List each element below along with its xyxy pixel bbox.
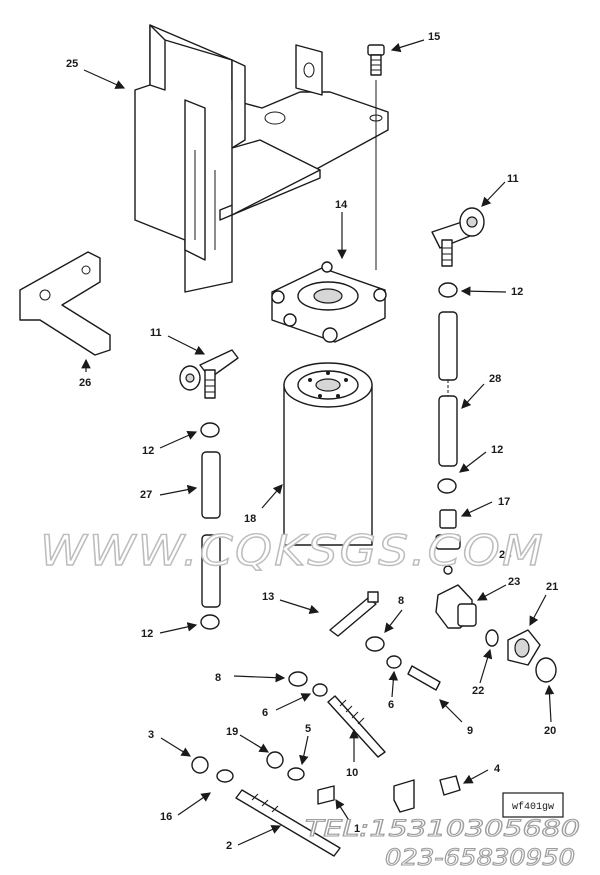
callout-1: 1 xyxy=(354,823,360,835)
callout-20: 20 xyxy=(544,725,556,737)
fitting-17 xyxy=(435,509,461,575)
hose-left xyxy=(201,451,221,608)
callout-3: 3 xyxy=(148,729,154,741)
callout-24: 24 xyxy=(499,549,512,561)
callout-18: 18 xyxy=(244,513,256,525)
watermark-site: WWW.CQKSGS.COM xyxy=(40,526,545,575)
watermark-phone2: 023-65830950 xyxy=(385,846,575,871)
callout-15: 15 xyxy=(428,31,440,43)
callout-6-a: 6 xyxy=(262,707,268,719)
callout-11-left: 11 xyxy=(150,327,162,339)
seal-22 xyxy=(485,629,499,647)
callout-21: 21 xyxy=(546,581,558,593)
mounting-bracket xyxy=(134,24,389,293)
callout-12-b: 12 xyxy=(142,445,154,457)
callout-8-a: 8 xyxy=(398,595,404,607)
o-ring-20 xyxy=(535,657,557,683)
fuel-filter xyxy=(283,362,373,546)
callout-23: 23 xyxy=(508,576,520,588)
callout-9: 9 xyxy=(467,725,473,737)
pin-13 xyxy=(329,591,379,637)
drawing-code-box: wf401gw xyxy=(502,792,564,818)
watermark: WWW.CQKSGS.COM TEL:15310305680 023-65830… xyxy=(39,525,580,871)
leader-lines xyxy=(81,39,555,846)
callout-11-right: 11 xyxy=(507,173,519,185)
callout-labels: 25 15 11 14 12 26 11 28 12 27 18 17 12 2… xyxy=(66,31,558,852)
shutoff-valve-right xyxy=(431,207,485,267)
callout-28: 28 xyxy=(489,373,501,385)
callout-12-d: 12 xyxy=(141,628,153,640)
callout-25: 25 xyxy=(66,58,78,70)
bolt-15 xyxy=(367,44,385,270)
shutoff-valve-left xyxy=(179,349,239,399)
filter-head xyxy=(271,261,387,343)
callout-13: 13 xyxy=(262,591,274,603)
adapter-21 xyxy=(507,629,541,666)
small-bracket xyxy=(19,251,111,356)
clamp-group xyxy=(200,282,458,630)
drawing-code: wf401gw xyxy=(512,801,554,813)
callout-6-b: 6 xyxy=(388,699,394,711)
elbow-fitting xyxy=(435,584,477,629)
callout-12-a: 12 xyxy=(511,286,523,298)
callout-12-c: 12 xyxy=(491,444,503,456)
callout-2: 2 xyxy=(226,840,232,852)
callout-5: 5 xyxy=(305,723,311,735)
callout-26: 26 xyxy=(79,377,91,389)
callout-19: 19 xyxy=(226,726,238,738)
callout-16: 16 xyxy=(160,811,172,823)
watermark-tel: TEL:15310305680 xyxy=(305,817,580,842)
callout-22: 22 xyxy=(472,685,484,697)
callout-8-b: 8 xyxy=(215,672,221,684)
callout-17: 17 xyxy=(498,496,510,508)
hose-right xyxy=(438,311,458,467)
callout-4: 4 xyxy=(494,763,501,775)
callout-14: 14 xyxy=(335,199,348,211)
callout-27: 27 xyxy=(140,489,152,501)
callout-10: 10 xyxy=(346,767,358,779)
hardware-group xyxy=(191,636,461,857)
